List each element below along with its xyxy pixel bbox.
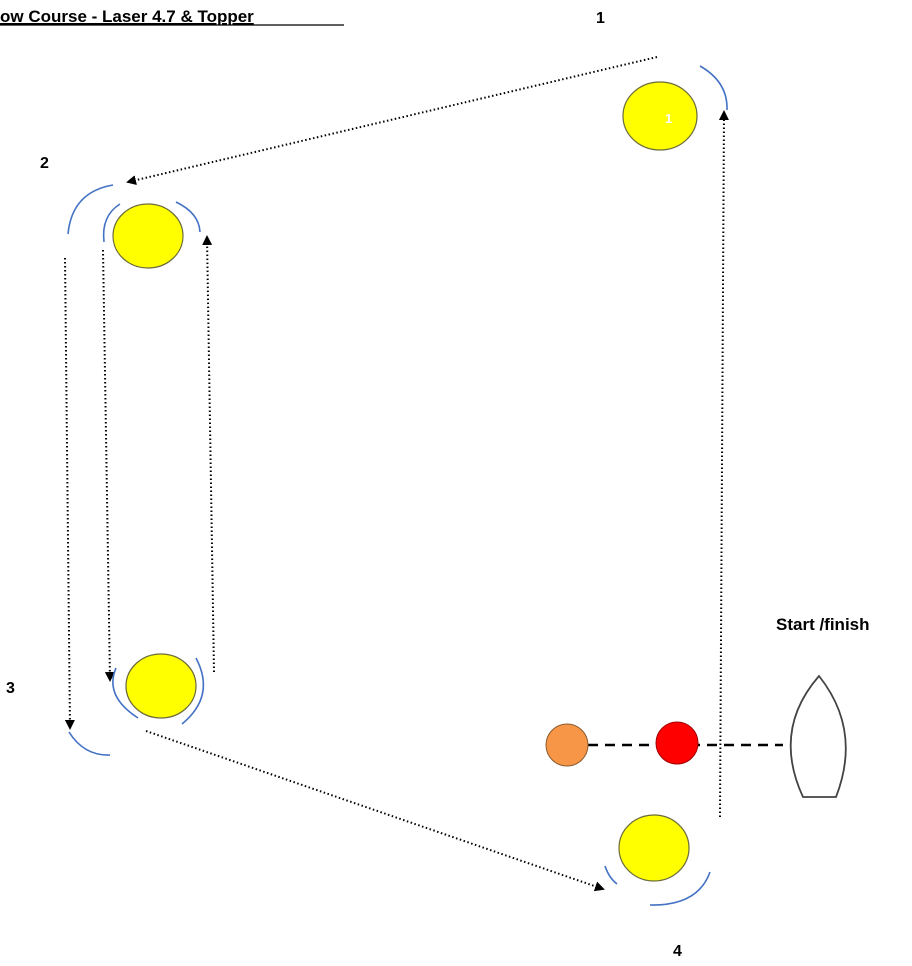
leg-2-to-3-outer (64, 257, 75, 730)
mark-2-label: 2 (40, 155, 49, 172)
leg-3-to-4 (145, 730, 605, 892)
mark-3-inner-arc (112, 667, 139, 719)
mark-1-buoy-number: 1 (665, 111, 672, 126)
mark-4-buoy (618, 814, 690, 882)
leg-2-to-3-inner (102, 249, 115, 682)
committee-boat (789, 674, 847, 798)
leg-4-to-1 (718, 110, 729, 818)
mark-4-label: 4 (673, 943, 682, 960)
mark-2-buoy (112, 203, 184, 269)
mark-3-label: 3 (6, 680, 15, 697)
pin-end-buoy (545, 723, 589, 767)
course-title: ow Course - Laser 4.7 & Topper (0, 7, 254, 26)
start-finish-label: Start /finish (776, 615, 870, 634)
mark-2-outer-arc (67, 184, 114, 235)
mark-2-right-arc (175, 201, 201, 233)
mark-4-left-arc (604, 865, 618, 885)
mark-1-label: 1 (596, 10, 605, 27)
mark-3-outer-arc (68, 731, 111, 756)
mark-4-rounding-arc (649, 871, 711, 906)
leg-3-to-2-return (202, 235, 215, 673)
mark-2-left-arc (102, 203, 121, 243)
committee-buoy (655, 721, 699, 765)
mark-1-rounding-arc (699, 65, 728, 111)
mark-3-buoy (125, 653, 197, 719)
mark-3-right-arc (181, 657, 205, 725)
mark-1-buoy (622, 81, 698, 151)
leg-1-to-2 (126, 56, 658, 186)
